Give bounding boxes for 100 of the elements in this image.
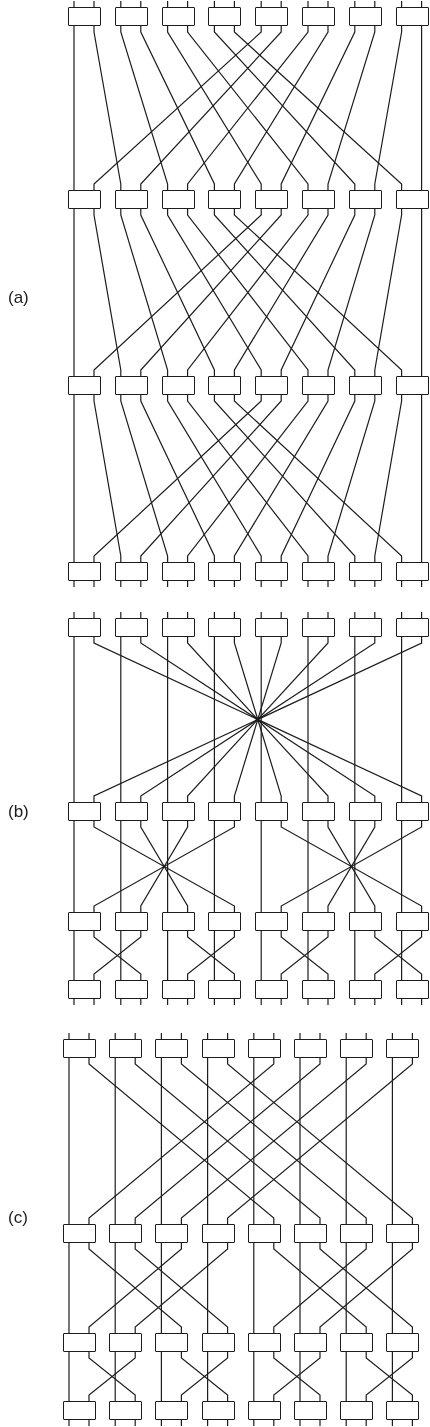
switch-box <box>68 376 101 395</box>
wire-crossing <box>140 820 189 913</box>
wire <box>260 820 262 913</box>
switch-box <box>348 376 382 395</box>
wire-crossing <box>187 636 329 803</box>
wire <box>354 930 356 981</box>
wire <box>114 1351 116 1402</box>
wire <box>93 208 262 377</box>
wire <box>93 25 122 191</box>
switch-box <box>208 912 242 931</box>
switch-box <box>161 562 195 581</box>
wire-crossing <box>88 1242 182 1334</box>
wire <box>93 394 122 563</box>
switch-box <box>109 1401 143 1420</box>
wire-crossing <box>233 636 282 803</box>
wire-crossing <box>327 820 376 913</box>
wire-crossing <box>187 25 309 191</box>
panel-label: (c) <box>8 1208 28 1228</box>
switch-box <box>68 190 101 209</box>
wire <box>354 636 356 803</box>
switch-box <box>161 190 195 209</box>
switch-box <box>302 980 335 999</box>
switch-box <box>395 980 429 999</box>
wire <box>307 930 309 981</box>
switch-box <box>348 802 382 821</box>
wire <box>280 394 356 563</box>
switch-box <box>340 1333 374 1352</box>
wire-crossing <box>187 394 309 563</box>
wire <box>345 1057 347 1225</box>
switch-box <box>386 1333 420 1352</box>
wire <box>93 394 262 563</box>
switch-box <box>247 1401 281 1420</box>
switch-box <box>109 1224 143 1243</box>
wire-crossing <box>93 636 423 803</box>
wire <box>120 930 122 981</box>
switch-box <box>208 7 242 26</box>
switch-box <box>348 7 382 26</box>
wire <box>213 636 215 803</box>
switch-box <box>255 7 289 26</box>
wire-crossing <box>374 930 423 981</box>
wire-crossing <box>273 1242 367 1334</box>
switch-box <box>395 376 429 395</box>
wire <box>167 636 169 803</box>
wire <box>354 820 356 913</box>
switch-box <box>302 562 335 581</box>
switch-box <box>247 1333 281 1352</box>
wire <box>280 25 356 191</box>
switch-box <box>386 1401 420 1420</box>
wire <box>167 930 169 981</box>
wire <box>233 208 329 377</box>
wire <box>374 25 403 191</box>
wire-crossing <box>187 930 235 981</box>
switch-box <box>68 802 101 821</box>
wire-crossing <box>88 1057 275 1225</box>
wire <box>401 820 403 913</box>
wire-crossing <box>88 1351 136 1402</box>
switch-box <box>395 802 429 821</box>
wire <box>73 394 75 563</box>
switch-box <box>255 912 289 931</box>
wire-crossing <box>140 636 376 803</box>
wire <box>68 1351 70 1402</box>
switch-box <box>201 1039 235 1058</box>
wire <box>120 394 169 563</box>
wire <box>140 394 282 563</box>
wire <box>120 636 122 803</box>
switch-box <box>114 912 148 931</box>
wire <box>207 1057 209 1225</box>
switch-box <box>255 618 289 637</box>
wire <box>213 820 215 913</box>
wire <box>73 930 75 981</box>
switch-box <box>395 562 429 581</box>
wire <box>73 208 75 377</box>
switch-box <box>255 376 289 395</box>
wire <box>73 820 75 913</box>
wire <box>233 25 403 191</box>
switch-box <box>348 912 382 931</box>
wire <box>391 1057 393 1225</box>
switch-box <box>114 618 148 637</box>
wire <box>160 1242 162 1334</box>
switch-box <box>340 1401 374 1420</box>
switch-box <box>114 980 148 999</box>
switch-box <box>294 1039 327 1058</box>
switch-box <box>114 190 148 209</box>
switch-box <box>395 912 429 931</box>
switch-box <box>302 376 335 395</box>
wire <box>140 208 282 377</box>
switch-box <box>155 1224 189 1243</box>
wire <box>167 820 169 913</box>
wire <box>233 208 403 377</box>
wire <box>140 25 215 191</box>
wire <box>253 1242 255 1334</box>
switch-box <box>208 562 242 581</box>
wire-crossing <box>273 1351 321 1402</box>
switch-box <box>68 980 101 999</box>
switch-box <box>340 1224 374 1243</box>
switch-box <box>208 190 242 209</box>
switch-box <box>68 912 101 931</box>
wire-crossing <box>134 1057 321 1225</box>
switch-box <box>302 7 335 26</box>
wire-crossing <box>93 930 142 981</box>
